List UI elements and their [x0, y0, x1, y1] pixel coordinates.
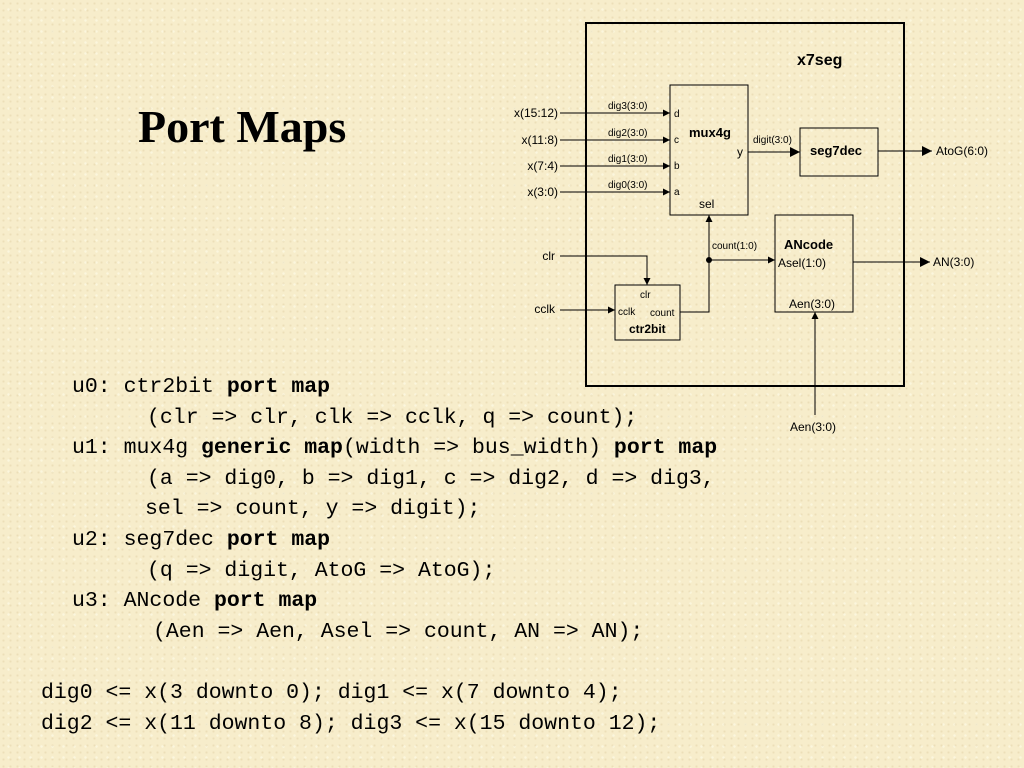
code-u1-keyword-port: port map — [613, 436, 718, 460]
x7seg-label: x7seg — [797, 52, 842, 69]
code-u2: u2: seg7dec port map — [72, 525, 330, 555]
ctr2bit-port-count: count — [650, 308, 675, 319]
x7seg-module-box — [585, 22, 905, 387]
signal-dig2: dig2(3:0) — [608, 128, 647, 139]
code-u2-keyword: port map — [226, 528, 331, 552]
code-u1-generic-args: (width => bus_width) — [342, 436, 614, 460]
input-x3-0: x(3:0) — [527, 185, 558, 199]
mux4g-port-sel: sel — [699, 197, 714, 211]
seg7dec-label: seg7dec — [810, 143, 862, 158]
input-x15-12: x(15:12) — [514, 106, 558, 120]
input-x11-8: x(11:8) — [522, 133, 558, 147]
wire-count — [680, 260, 710, 313]
code-u1-head: u1: mux4g — [72, 436, 202, 460]
signal-dig3: dig3(3:0) — [608, 101, 647, 112]
code-u0: u0: ctr2bit port map — [72, 372, 330, 402]
mux4g-port-d: d — [674, 109, 680, 120]
mux4g-label: mux4g — [689, 125, 731, 140]
mux4g-port-b: b — [674, 161, 680, 172]
code-u3-keyword: port map — [213, 589, 318, 613]
ancode-label: ANcode — [784, 237, 833, 252]
code-u3: u3: ANcode port map — [72, 586, 317, 616]
wire-clr — [560, 255, 651, 285]
ancode-port-aen: Aen(3:0) — [789, 297, 835, 311]
ancode-port-asel: Asel(1:0) — [778, 256, 826, 270]
output-an: AN(3:0) — [933, 255, 974, 269]
output-atog: AtoG(6:0) — [936, 144, 988, 158]
input-cclk: cclk — [534, 302, 556, 316]
code-u3-body: (Aen => Aen, Asel => count, AN => AN); — [153, 620, 644, 644]
code-u2-body: (q => digit, AtoG => AtoG); — [147, 559, 496, 583]
mux4g-port-y: y — [737, 145, 743, 159]
mux4g-port-c: c — [674, 135, 679, 146]
code-u0-keyword: port map — [226, 375, 331, 399]
code-u0-body: (clr => clr, clk => cclk, q => count); — [147, 406, 638, 430]
code-u0-head: u0: ctr2bit — [72, 375, 227, 399]
signal-dig0: dig0(3:0) — [608, 180, 647, 191]
signal-digit: digit(3:0) — [753, 135, 792, 146]
code-u3-head: u3: ANcode — [72, 589, 214, 613]
code-u1: u1: mux4g generic map(width => bus_width… — [72, 433, 717, 463]
code-u1-keyword-generic: generic map — [201, 436, 343, 460]
ctr2bit-port-clr: clr — [640, 290, 651, 301]
code-u2-head: u2: seg7dec — [72, 528, 227, 552]
code-u1-body1: (a => dig0, b => dig1, c => dig2, d => d… — [147, 467, 715, 491]
signal-count: count(1:0) — [712, 241, 757, 252]
input-aen: Aen(3:0) — [790, 420, 836, 434]
ctr2bit-label: ctr2bit — [629, 322, 666, 336]
ctr2bit-port-cclk: cclk — [618, 307, 636, 318]
count-junction-dot — [706, 257, 712, 263]
input-x7-4: x(7:4) — [527, 159, 558, 173]
code-u1-body2: sel => count, y => digit); — [145, 497, 481, 521]
slide-title: Port Maps — [138, 101, 347, 152]
input-clr: clr — [542, 249, 555, 263]
code-assign1: dig0 <= x(3 downto 0); dig1 <= x(7 downt… — [41, 681, 622, 705]
mux4g-port-a: a — [674, 187, 680, 198]
code-assign2: dig2 <= x(11 downto 8); dig3 <= x(15 dow… — [41, 712, 661, 736]
signal-dig1: dig1(3:0) — [608, 154, 647, 165]
